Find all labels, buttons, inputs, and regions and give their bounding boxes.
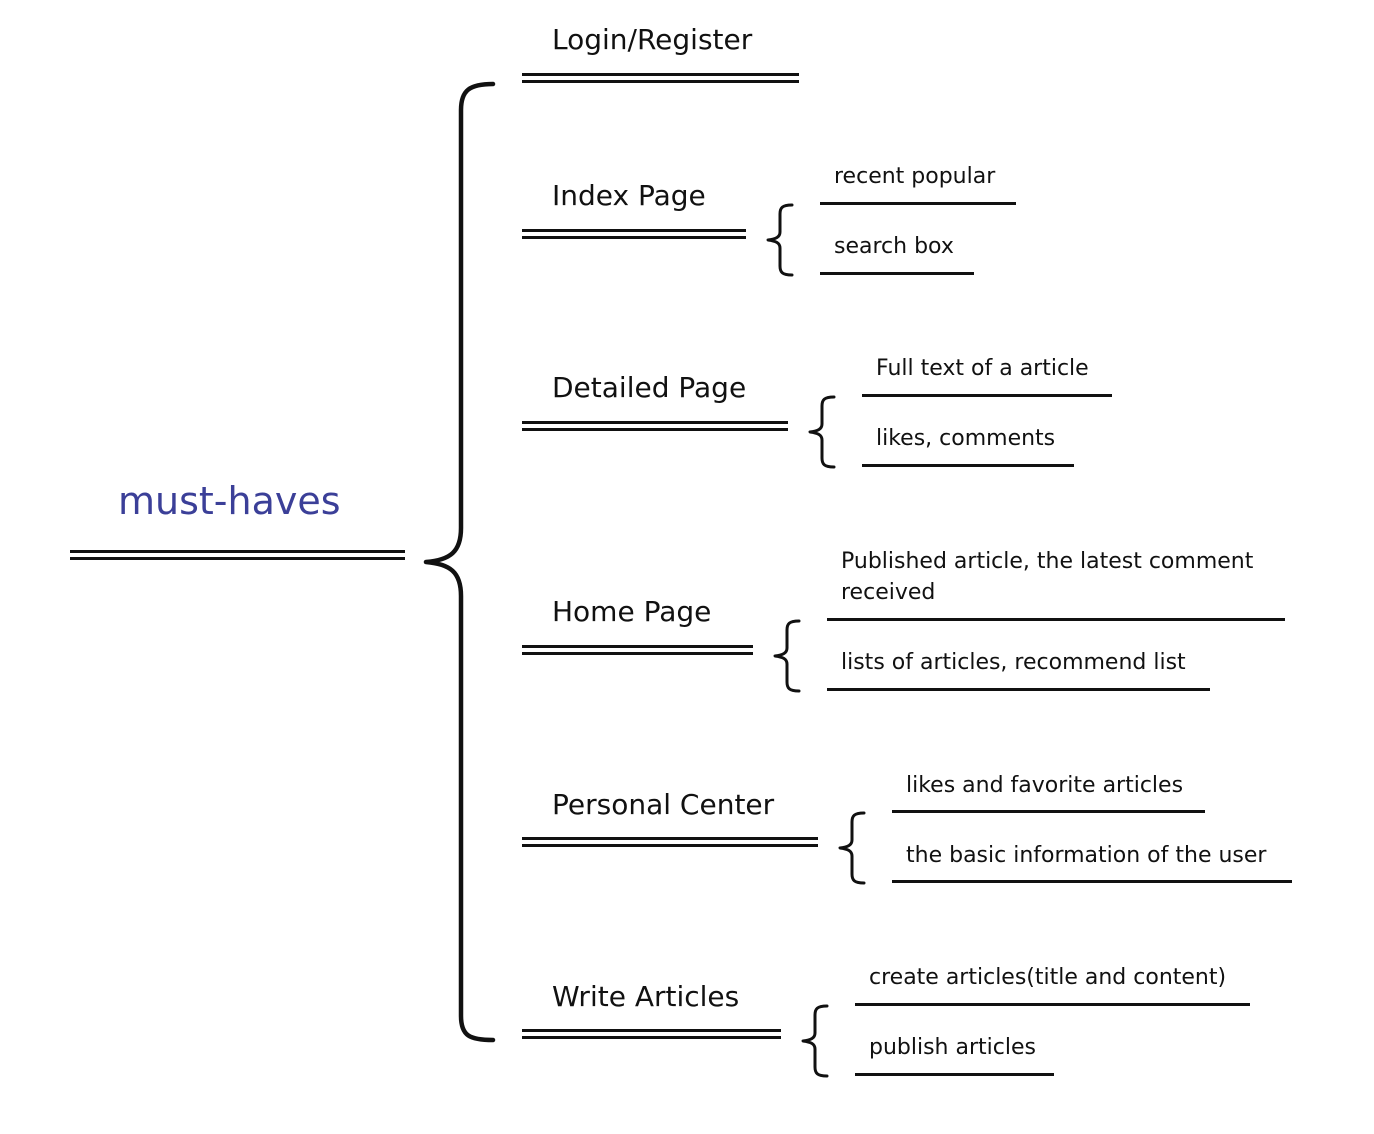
leaf-label: likes and favorite articles — [906, 773, 1184, 798]
root-underline — [70, 550, 405, 560]
branch-underline-write-articles — [522, 1029, 781, 1039]
branch-label-write-articles: Write Articles — [552, 980, 740, 1013]
leaf-underline — [827, 618, 1285, 621]
leaf-label: publish articles — [869, 1035, 1036, 1060]
branch-label-home-page: Home Page — [552, 595, 712, 628]
branch-label-index-page: Index Page — [552, 179, 706, 212]
leaf-underline — [855, 1073, 1054, 1076]
leaf-label: lists of articles, recommend list — [841, 650, 1186, 675]
leaf-underline — [892, 810, 1205, 813]
branch-underline-home-page — [522, 645, 753, 655]
leaf-underline — [820, 202, 1016, 205]
branch-label-personal-center: Personal Center — [552, 788, 775, 821]
leaf-underline — [855, 1003, 1250, 1006]
branch-underline-detailed-page — [522, 421, 788, 431]
leaf-label: Full text of a article — [876, 356, 1089, 381]
leaf-label: recent popular — [834, 164, 996, 189]
leaf-label: likes, comments — [876, 426, 1056, 451]
leaf-underline — [820, 272, 974, 275]
leaf-underline — [827, 688, 1210, 691]
branch-underline-personal-center — [522, 837, 818, 847]
leaf-underline — [892, 880, 1292, 883]
branch-label-login-register: Login/Register — [552, 23, 753, 56]
branch-underline-index-page — [522, 229, 746, 239]
leaf-underline — [862, 464, 1074, 467]
branch-underline-login-register — [522, 73, 799, 83]
leaf-label: search box — [834, 234, 954, 259]
leaf-label: the basic information of the user — [906, 843, 1267, 868]
leaf-underline — [862, 394, 1112, 397]
branch-label-detailed-page: Detailed Page — [552, 371, 747, 404]
root-label: must-haves — [118, 479, 341, 523]
leaf-label: Published article, the latest comment re… — [841, 549, 1254, 605]
leaf-label: create articles(title and content) — [869, 965, 1227, 990]
